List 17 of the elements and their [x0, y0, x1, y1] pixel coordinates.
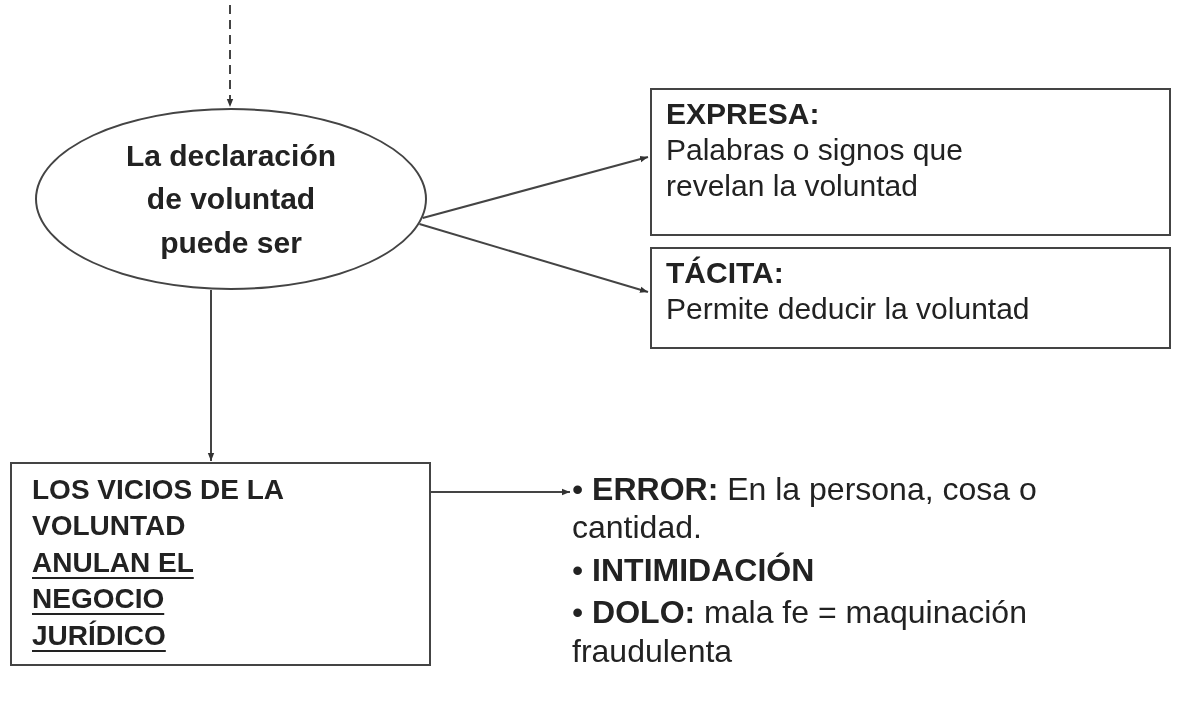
- node-text: LOS VICIOS DE LA VOLUNTAD: [32, 473, 284, 544]
- arrow: [418, 223, 649, 293]
- concept-box: [650, 88, 1171, 236]
- bullet-item: • INTIMIDACIÓN: [572, 550, 816, 590]
- node-heading: TÁCITA:: [666, 255, 785, 291]
- arrow: [430, 488, 571, 496]
- node-text: La declaración de voluntad puede ser: [124, 137, 338, 261]
- node-text: Palabras o signos que revelan la voluntad: [666, 132, 964, 204]
- concept-box: [10, 462, 431, 666]
- arrow: [207, 289, 215, 462]
- bullet-item: • DOLO: mala fe = maquinación fraudulenta: [572, 593, 1028, 670]
- node-text: Permite deducir la voluntad: [666, 291, 1031, 327]
- concept-box: [650, 247, 1171, 349]
- bullet-item: • ERROR: En la persona, cosa o cantidad.: [572, 470, 1038, 547]
- node-heading: EXPRESA:: [666, 96, 821, 132]
- arrow: [226, 4, 234, 108]
- underlined-text: ANULAN EL NEGOCIO JURÍDICO: [32, 546, 194, 651]
